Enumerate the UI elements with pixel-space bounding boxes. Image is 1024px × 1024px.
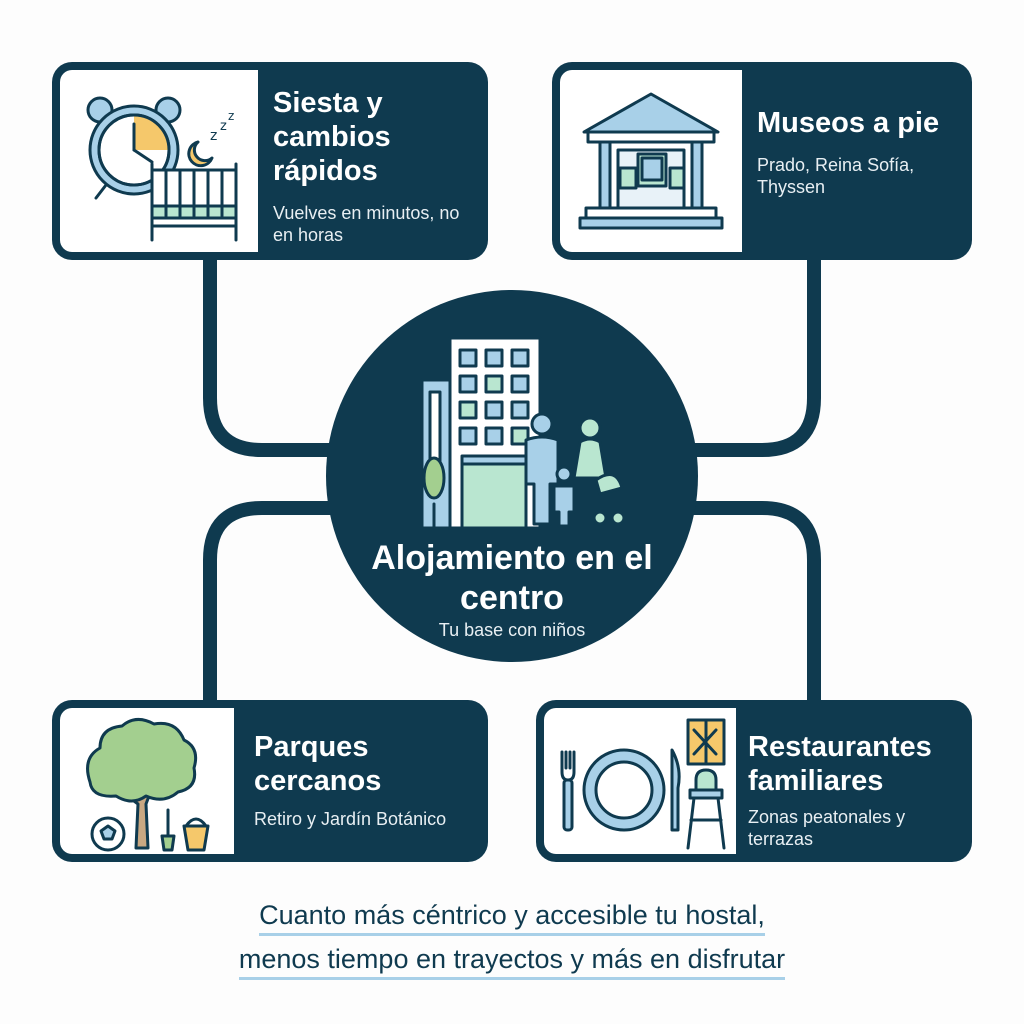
siesta-title: Siesta y cambios rápidos [273, 87, 391, 187]
museos-subtitle: Prado, Reina Sofía, Thyssen [757, 155, 915, 197]
museos-icon-box [560, 70, 742, 252]
restaurantes-subtitle: Zonas peatonales y terrazas [748, 807, 906, 849]
restaurantes-title: Restaurantes familiares [748, 731, 932, 797]
building-family-icon [420, 336, 624, 530]
restaurantes-text: Restaurantes familiares Zonas peatonales… [748, 730, 966, 850]
svg-text:z: z [210, 128, 217, 144]
parques-title: Parques cercanos [254, 731, 382, 797]
hub-subtitle: Tu base con niños [438, 620, 586, 640]
card-parques: Parques cercanos Retiro y Jardín Botánic… [52, 700, 488, 862]
footer-line-2: menos tiempo en trayectos y más en disfr… [238, 942, 786, 980]
alarm-clock-crib-icon: z z z [86, 96, 238, 242]
footer-line-1: Cuanto más céntrico y accesible tu hosta… [259, 898, 765, 936]
parques-text: Parques cercanos Retiro y Jardín Botánic… [254, 730, 484, 830]
siesta-icon-box: z z z [60, 70, 258, 252]
svg-text:z: z [228, 109, 234, 123]
card-museos: Museos a pie Prado, Reina Sofía, Thyssen [552, 62, 972, 260]
museos-title: Museos a pie [757, 107, 940, 139]
museum-icon [578, 92, 724, 230]
siesta-text: Siesta y cambios rápidos Vuelves en minu… [273, 86, 473, 246]
parques-icon-box [60, 708, 234, 854]
parques-subtitle: Retiro y Jardín Botánico [254, 809, 447, 829]
siesta-subtitle: Vuelves en minutos, no en horas [273, 203, 460, 245]
footer-text: Cuanto más céntrico y accesible tu hosta… [0, 898, 1024, 986]
museos-text: Museos a pie Prado, Reina Sofía, Thyssen [757, 106, 957, 198]
svg-text:z: z [220, 119, 227, 134]
restaurantes-icon-box [544, 708, 736, 854]
tree-ball-bucket-icon [86, 718, 210, 852]
plate-menu-highchair-icon [560, 718, 726, 850]
hub-title: Alojamiento en el centro [371, 539, 653, 617]
card-siesta: z z z Siesta y cambios rápidos Vuelves e… [52, 62, 488, 260]
hub-circle: Alojamiento en el centro Tu base con niñ… [326, 290, 698, 662]
card-restaurantes: Restaurantes familiares Zonas peatonales… [536, 700, 972, 862]
